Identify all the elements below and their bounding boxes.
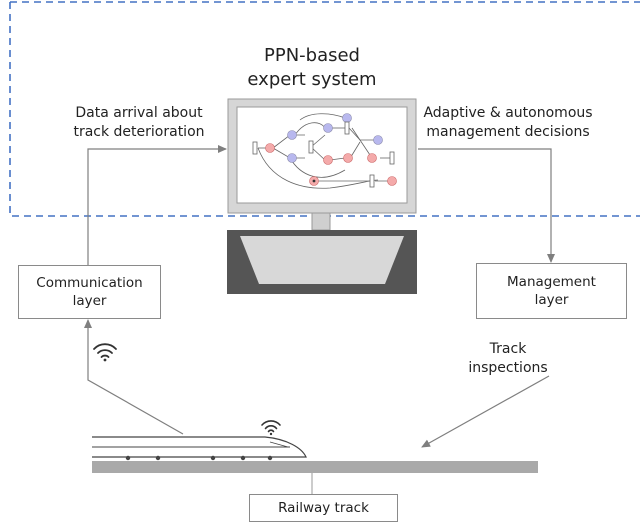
wifi-icon — [93, 343, 117, 362]
adaptive-decisions-label: Adaptive & autonomous management decisio… — [423, 105, 593, 140]
monitor-icon — [227, 98, 417, 294]
management-layer-box: Management layer — [476, 263, 627, 319]
wifi-icon-train — [261, 420, 281, 436]
railway-track-box: Railway track — [249, 494, 398, 522]
track-inspections-label: Track inspections — [468, 341, 548, 376]
train-icon — [92, 436, 307, 461]
arrow-to-management — [418, 148, 555, 263]
communication-layer-box: Communication layer — [18, 265, 161, 319]
arrow-to-expert-system — [87, 145, 227, 265]
arrow-to-track — [421, 375, 550, 448]
expert-system-boundary — [9, 1, 640, 217]
expert-system-title: PPN-based expert system — [247, 45, 377, 90]
petri-net-nodes — [252, 113, 397, 188]
arrow-train-to-communication — [84, 319, 184, 435]
data-arrival-label: Data arrival about track deterioration — [73, 105, 205, 140]
railway-track-bar — [92, 461, 538, 473]
